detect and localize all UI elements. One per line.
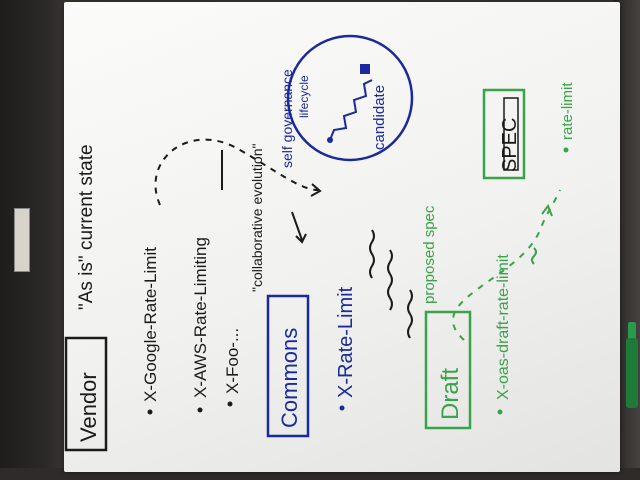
commons-item: X-Rate-Limit — [335, 286, 357, 398]
vendor-box — [64, 336, 108, 452]
proposed-label: proposed spec — [421, 205, 438, 304]
commons-bullet — [339, 405, 345, 411]
spec-box-label: SPEC — [499, 118, 521, 172]
self-gov-label: self governance — [279, 69, 295, 168]
collab-arrow — [291, 211, 303, 241]
vendor-item: X-AWS-Rate-Limiting — [191, 237, 210, 398]
spec-box-inner — [503, 97, 519, 171]
vendor-bullet — [227, 401, 233, 407]
spec-box — [482, 88, 526, 180]
vendor-bullet — [147, 409, 153, 415]
stair-path-icon — [329, 79, 373, 141]
vendor-bullet — [197, 407, 203, 413]
green-tilde-mark — [531, 247, 537, 265]
draft-box-label: Draft — [437, 368, 464, 420]
commons-box-label: Commons — [277, 328, 302, 428]
start-dot-icon — [327, 137, 333, 143]
vendor-item: X-Foo-... — [223, 328, 242, 394]
arrow-head — [310, 183, 322, 197]
green-marker — [626, 338, 638, 408]
commons-box — [266, 294, 310, 438]
wavy-line — [407, 289, 413, 339]
as-is-heading: "As is" current state — [76, 144, 97, 310]
flipchart-paper — [64, 2, 620, 472]
candidate-label: candidate — [371, 85, 388, 150]
lifecycle-label: lifecycle — [297, 75, 311, 118]
collab-label: "collaborative evolution" — [249, 144, 265, 293]
dashed-arrow — [154, 138, 319, 206]
wavy-line — [387, 249, 393, 311]
marker-cap — [628, 322, 636, 340]
draft-box — [424, 310, 472, 430]
draft-bullet — [497, 409, 503, 415]
vendor-box-label: Vendor — [76, 372, 101, 442]
draft-item: X-oas-draft-rate-limit — [495, 254, 512, 400]
end-square-icon — [360, 64, 370, 74]
spec-item: rate-limit — [559, 82, 576, 140]
spec-bullet — [563, 147, 569, 153]
wavy-line — [369, 229, 375, 279]
lifecycle-circle — [286, 34, 414, 162]
green-arrow-head — [541, 203, 553, 217]
vendor-item: X-Google-Rate-Limit — [141, 247, 160, 402]
green-dashed-arrow — [452, 189, 561, 341]
arrow-head — [295, 233, 307, 244]
easel-frame — [0, 0, 74, 480]
easel-clip — [14, 208, 30, 272]
